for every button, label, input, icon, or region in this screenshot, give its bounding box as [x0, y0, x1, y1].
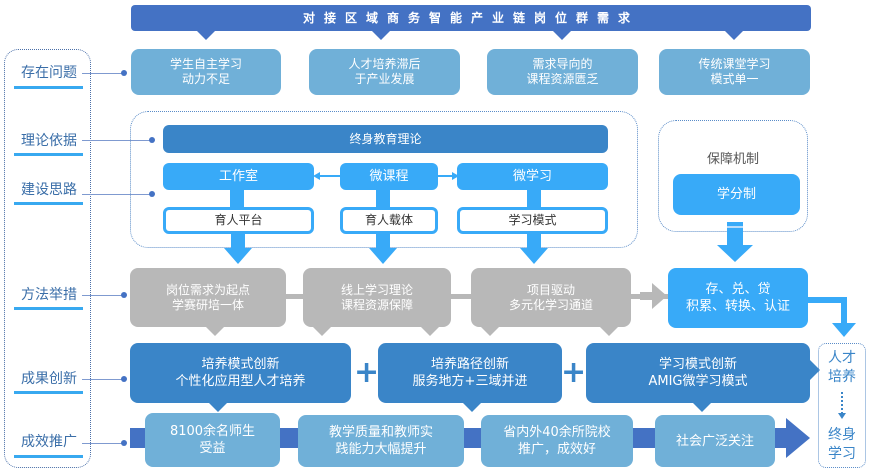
innovation-pointer-right [808, 358, 820, 382]
connector-line [82, 194, 152, 195]
outcome-group [818, 343, 866, 468]
banner-pointer-4 [725, 31, 743, 40]
label-underline [14, 86, 83, 89]
label-underline [14, 153, 83, 156]
arrow-down-icon [520, 234, 548, 264]
problem-box-1: 学生自主学习 动力不足 [131, 49, 281, 95]
connector-dot [121, 376, 127, 382]
label-theory: 理论依据 [21, 133, 77, 149]
label-approach: 建设思路 [21, 182, 77, 198]
credit-bank-box: 存、兑、贷 积累、转换、认证 [668, 268, 808, 328]
result-box-3: 省内外40余所院校 推广，成效好 [481, 415, 633, 467]
connector-dot [121, 70, 127, 76]
title-banner: 对接区域商务智能产业链岗位群需求 [131, 5, 811, 31]
method-pointer [421, 327, 439, 336]
dotted-arrow-down-icon [838, 392, 846, 419]
banner-pointer-3 [553, 31, 571, 40]
label-underline [14, 391, 83, 394]
innovation-pointer [463, 403, 481, 412]
innovation-box-1: 培养模式创新 个性化应用型人才培养 [130, 343, 351, 403]
credit-system-box: 学分制 [673, 174, 800, 215]
outcome-talent: 人才 培养 [828, 350, 856, 385]
arrow-right-icon [437, 172, 459, 180]
pillar-connector [376, 185, 390, 210]
label-underline [14, 307, 83, 310]
plus-icon: + [354, 355, 380, 390]
title-text: 对接区域商务智能产业链岗位群需求 [302, 10, 639, 25]
pillar-bottom-platform: 育人平台 [163, 207, 314, 234]
connector-line [82, 73, 124, 74]
label-innovation: 成果创新 [21, 371, 77, 387]
innovation-box-3: 学习模式创新 AMIG微学习模式 [586, 343, 810, 403]
connector-dot [149, 137, 155, 143]
method-box-3: 项目驱动 多元化学习通道 [471, 268, 631, 327]
connector-dot [149, 191, 155, 197]
pillar-connector [230, 185, 244, 210]
pillar-top-microcourse: 微课程 [340, 163, 438, 190]
label-underline [14, 202, 83, 205]
arrow-right-icon [786, 418, 810, 458]
connector-dot [121, 440, 127, 446]
innovation-box-2: 培养路径创新 服务地方+三域并进 [378, 343, 562, 403]
arrow-left-icon [313, 172, 342, 180]
innovation-pointer [693, 403, 711, 412]
theory-bar: 终身教育理论 [163, 125, 608, 153]
arrow-down-icon [224, 234, 252, 264]
pillar-bottom-learning-mode: 学习模式 [457, 207, 608, 234]
problem-box-2: 人才培养滞后 于产业发展 [309, 49, 460, 95]
result-box-2: 教学质量和教师实 践能力大幅提升 [298, 415, 464, 467]
pillar-bottom-carrier: 育人载体 [340, 207, 438, 234]
label-problems: 存在问题 [21, 65, 77, 81]
arrow-right-icon [640, 283, 667, 309]
innovation-pointer [209, 403, 227, 412]
pillar-connector [527, 185, 541, 210]
pillar-top-microlearning: 微学习 [457, 163, 608, 190]
arrow-elbow-down-icon [806, 297, 856, 337]
connector-line [82, 379, 124, 380]
problem-box-3: 需求导向的 课程资源匮乏 [487, 49, 638, 95]
label-underline [14, 455, 83, 458]
arrow-down-icon [369, 234, 397, 264]
connector-line [82, 443, 124, 444]
problem-box-4: 传统课堂学习 模式单一 [659, 49, 810, 95]
left-category-column [4, 49, 91, 468]
method-pointer [481, 327, 499, 336]
pillar-top-studio: 工作室 [163, 163, 314, 190]
method-box-1: 岗位需求为起点 学赛研培一体 [130, 268, 286, 327]
method-pointer [600, 327, 618, 336]
method-pointer [206, 327, 224, 336]
connector-dot [121, 292, 127, 298]
plus-icon: + [561, 355, 587, 390]
guarantee-title: 保障机制 [706, 152, 759, 167]
label-methods: 方法举措 [21, 287, 77, 303]
connector-line [82, 295, 124, 296]
label-promotion: 成效推广 [21, 434, 77, 450]
outcome-lifelong: 终身 学习 [828, 427, 856, 462]
result-box-1: 8100余名师生 受益 [145, 413, 280, 467]
result-box-4: 社会广泛关注 [655, 415, 775, 467]
method-box-2: 线上学习理论 课程资源保障 [303, 268, 451, 327]
banner-pointer-1 [197, 31, 215, 40]
banner-pointer-2 [372, 31, 390, 40]
method-pointer [313, 327, 331, 336]
connector-line [82, 140, 152, 141]
arrow-down-icon [717, 222, 753, 262]
